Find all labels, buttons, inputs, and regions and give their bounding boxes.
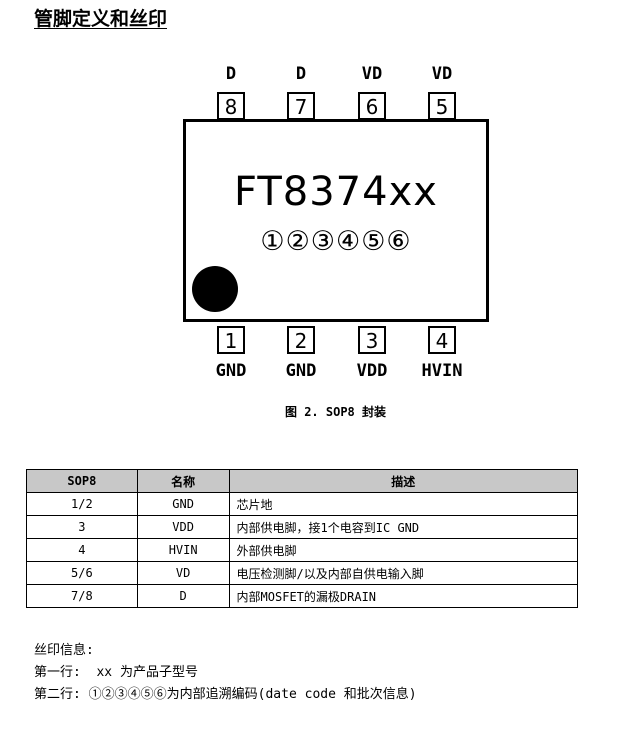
- pin-2-box: 2: [287, 326, 315, 354]
- pin1-indicator-dot: [192, 266, 238, 312]
- cell-pin: 7/8: [26, 584, 138, 608]
- cell-name: D: [136, 584, 230, 608]
- pin-8-box: 8: [217, 92, 245, 120]
- pin-3-label: VDD: [356, 361, 388, 381]
- table-row: 1/2 GND 芯片地: [26, 492, 579, 516]
- pin-2-label: GND: [285, 361, 317, 381]
- section-heading: 管脚定义和丝印: [34, 8, 168, 30]
- pin-4-box: 4: [428, 326, 456, 354]
- pin-3-box: 3: [358, 326, 386, 354]
- cell-description: 芯片地: [228, 492, 579, 516]
- cell-name: HVIN: [136, 538, 230, 562]
- table-row: 7/8 D 内部MOSFET的漏极DRAIN: [26, 584, 579, 608]
- notes-line2: 第二行: ①②③④⑤⑥为内部追溯编码(date code 和批次信息): [34, 687, 417, 702]
- pin-description-table: SOP8 名称 描述 1/2 GND 芯片地 3 VDD 内部供电脚，接1个电容…: [26, 469, 579, 608]
- cell-name: VD: [136, 561, 230, 585]
- pin-1-box: 1: [217, 326, 245, 354]
- table-row: 5/6 VD 电压检测脚/以及内部自供电输入脚: [26, 561, 579, 585]
- cell-pin: 5/6: [26, 561, 138, 585]
- pin-6-label: VD: [361, 64, 383, 84]
- pin-5-box: 5: [428, 92, 456, 120]
- cell-pin: 3: [26, 515, 138, 539]
- figure-caption: 图 2. SOP8 封装: [284, 405, 387, 419]
- pin-1-label: GND: [215, 361, 247, 381]
- table-row: 4 HVIN 外部供电脚: [26, 538, 579, 562]
- cell-pin: 1/2: [26, 492, 138, 516]
- cell-description: 外部供电脚: [228, 538, 579, 562]
- pin-7-label: D: [295, 64, 307, 84]
- pin-7-box: 7: [287, 92, 315, 120]
- pin-5-label: VD: [431, 64, 453, 84]
- cell-name: GND: [136, 492, 230, 516]
- notes-title: 丝印信息:: [34, 643, 94, 658]
- table-header-row: SOP8 名称 描述: [26, 469, 579, 493]
- cell-description: 内部MOSFET的漏极DRAIN: [228, 584, 579, 608]
- cell-pin: 4: [26, 538, 138, 562]
- pin-4-label: HVIN: [421, 361, 463, 381]
- cell-description: 内部供电脚，接1个电容到IC GND: [228, 515, 579, 539]
- cell-description: 电压检测脚/以及内部自供电输入脚: [228, 561, 579, 585]
- cell-name: VDD: [136, 515, 230, 539]
- notes-line1: 第一行: xx 为产品子型号: [34, 665, 198, 680]
- pin-6-box: 6: [358, 92, 386, 120]
- pin-8-label: D: [225, 64, 237, 84]
- header-name: 名称: [136, 469, 230, 493]
- table-row: 3 VDD 内部供电脚，接1个电容到IC GND: [26, 515, 579, 539]
- marking-notes: 丝印信息: 第一行: xx 为产品子型号 第二行: ①②③④⑤⑥为内部追溯编码(…: [34, 640, 417, 706]
- chip-marking-line2: ①②③④⑤⑥: [260, 226, 412, 257]
- chip-marking-line1: FT8374xx: [234, 169, 438, 215]
- header-sop8: SOP8: [26, 469, 138, 493]
- header-description: 描述: [228, 469, 579, 493]
